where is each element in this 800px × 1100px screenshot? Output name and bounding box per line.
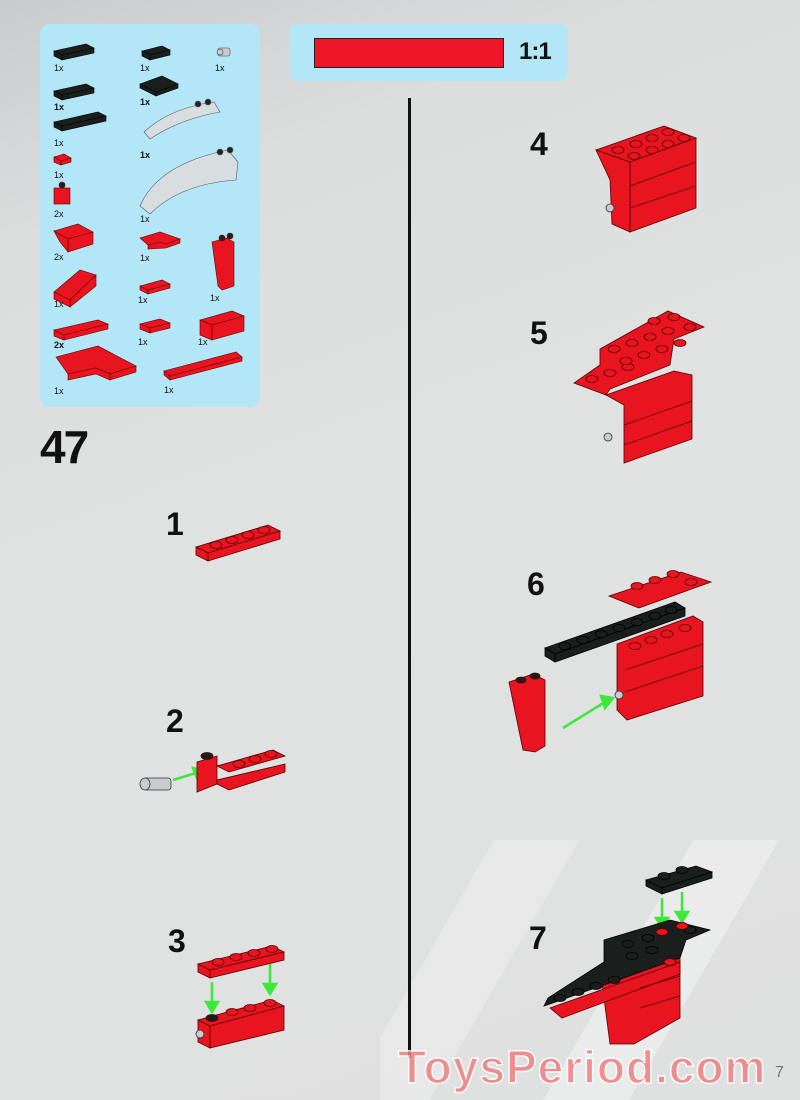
scale-indicator: 1:1 [289, 24, 568, 81]
qty-label: 1x [140, 253, 150, 263]
qty-label: 1x [54, 386, 64, 396]
part-red-plate-1x4 [53, 319, 109, 341]
qty-label: 1x [140, 214, 150, 224]
part-red-plate-corner [139, 231, 181, 250]
part-red-tile-1x1 [53, 153, 72, 166]
qty-label: 1x [138, 337, 148, 347]
step-number: 4 [530, 126, 548, 162]
page-step-number: 47 [40, 421, 89, 473]
part-red-slope-1x3 [53, 269, 97, 308]
part-light-gray-pin [216, 47, 231, 57]
qty-label: 1x [140, 63, 150, 73]
part-black-plate-2x2 [139, 75, 179, 97]
part-red-brick-1x3 [199, 310, 245, 341]
step-3-model [195, 945, 286, 1049]
step-6-model [508, 570, 713, 753]
qty-label: 1x [54, 102, 65, 112]
step-4-model [594, 125, 698, 233]
step-number: 6 [527, 566, 545, 602]
step-number: 5 [530, 315, 548, 351]
qty-label: 1x [164, 385, 174, 395]
step-number: 7 [529, 920, 547, 956]
step-number: 1 [166, 506, 184, 542]
qty-label: 1x [54, 138, 64, 148]
page-number: 7 [775, 1064, 784, 1081]
part-trans-clear-long-curved-slope [139, 146, 239, 215]
part-red-tile-1x2 [139, 279, 171, 295]
parts-callout: 1x 1x 1x 1x 1x 1x 1x 1x 1x 2x 2x 1x 1x 1… [40, 24, 260, 407]
scale-label: 1:1 [519, 38, 552, 65]
qty-label: 2x [54, 252, 64, 262]
part-trans-clear-curved-slope [143, 98, 221, 140]
part-red-plate-1x2 [139, 318, 171, 334]
qty-label: 1x [54, 299, 64, 309]
part-black-plate-1x4 [53, 111, 107, 132]
part-black-plate-1x3b [53, 83, 95, 101]
qty-label: 1x [140, 97, 151, 107]
qty-label: 1x [54, 63, 64, 73]
qty-label: 2x [54, 209, 64, 219]
part-red-tile-1x6 [163, 351, 243, 381]
part-red-slope-brick-1x2x3 [211, 232, 235, 291]
qty-label: 1x [198, 337, 208, 347]
qty-label: 1x [140, 150, 151, 160]
scale-bar [314, 38, 504, 68]
part-red-slope-2x2 [53, 223, 94, 253]
parts-illustrations [53, 43, 245, 381]
part-red-plate-L [55, 345, 137, 381]
qty-label: 1x [54, 170, 64, 180]
column-divider [408, 98, 411, 1058]
part-black-plate-1x3 [53, 43, 95, 61]
step-2-model [139, 749, 287, 793]
step-1-model [194, 524, 282, 562]
part-red-brick-1x1 [53, 181, 71, 205]
step-number: 3 [168, 923, 186, 959]
part-black-plate-1x2 [141, 45, 171, 61]
qty-label: 1x [215, 63, 225, 73]
qty-label: 1x [138, 295, 148, 305]
step-5-model [573, 310, 706, 464]
step-7-model [543, 865, 714, 1045]
qty-label: 1x [210, 293, 220, 303]
watermark: ToysPeriod.com [397, 1040, 767, 1094]
step-number: 2 [166, 703, 184, 739]
qty-label: 2x [54, 340, 65, 350]
